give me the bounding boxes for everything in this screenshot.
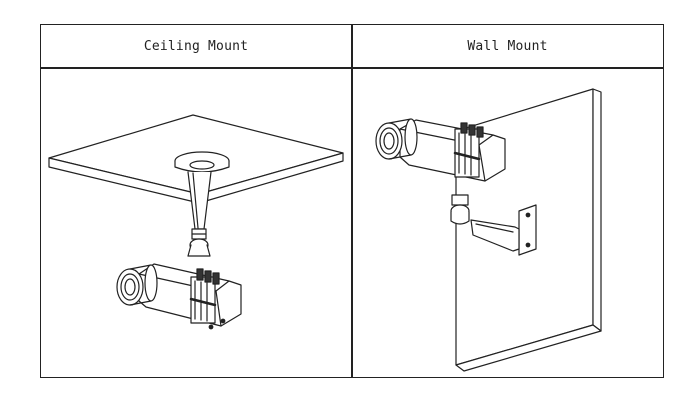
header-wall-mount: Wall Mount bbox=[467, 38, 548, 54]
header-ceiling-mount: Ceiling Mount bbox=[143, 38, 249, 54]
wall-mount-illustration-icon bbox=[375, 88, 602, 372]
mounting-options-table: Ceiling Mount Wall Mount bbox=[40, 24, 664, 378]
wall-mount-cell bbox=[353, 69, 663, 377]
ceiling-mount-cell bbox=[41, 69, 351, 377]
ceiling-mount-illustration-icon bbox=[48, 114, 344, 330]
header-divider bbox=[41, 67, 663, 69]
column-divider bbox=[351, 25, 353, 377]
